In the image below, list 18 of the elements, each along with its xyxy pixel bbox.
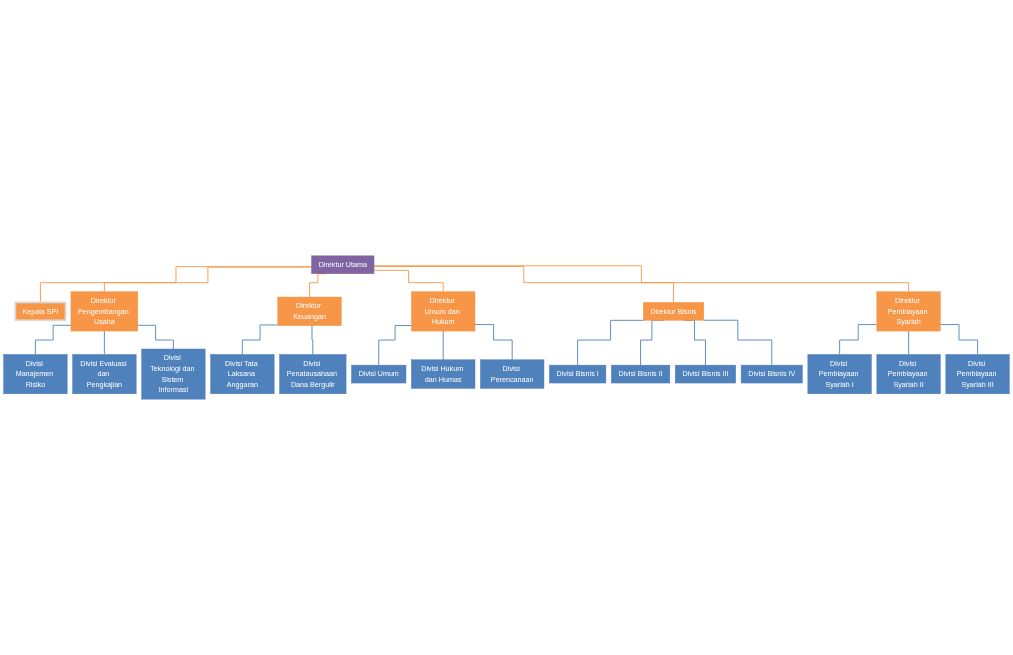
connector [373, 265, 910, 293]
connector [137, 324, 174, 350]
connector [310, 325, 314, 355]
connector [442, 330, 444, 361]
connector [241, 324, 279, 355]
connector [40, 266, 312, 303]
connector [373, 269, 444, 293]
connector [34, 324, 72, 355]
connector [703, 319, 773, 366]
connector [103, 330, 105, 355]
connector [908, 330, 910, 355]
connector [103, 266, 312, 293]
connector [939, 324, 979, 355]
connector [373, 266, 674, 303]
connector [577, 319, 645, 366]
connector [378, 325, 412, 366]
connector [839, 324, 878, 355]
connector [474, 324, 513, 361]
